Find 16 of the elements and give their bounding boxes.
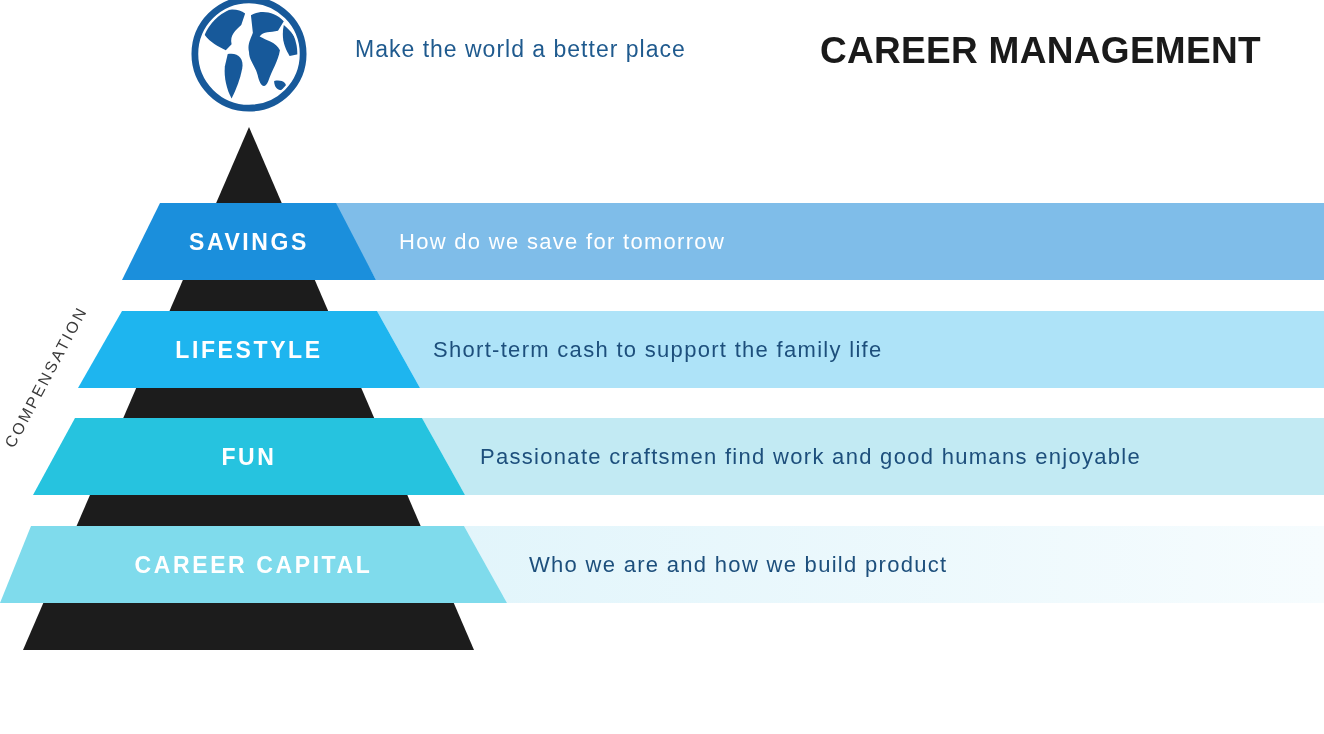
- tier-label: LIFESTYLE: [175, 336, 323, 363]
- title: CAREER MANAGEMENT: [820, 31, 1261, 72]
- description-band: [464, 526, 1324, 603]
- pyramid-tier: [122, 203, 376, 280]
- tier-label: FUN: [221, 443, 277, 470]
- description-band: [377, 311, 1324, 388]
- tier-label: CAREER CAPITAL: [134, 551, 373, 578]
- tagline-text: Make the world a better place: [355, 36, 686, 64]
- tier-label: SAVINGS: [189, 228, 309, 255]
- band-text: Passionate craftsmen find work and good humans enjoyable: [480, 443, 1142, 470]
- pyramid-tier: [0, 526, 507, 603]
- description-band: [422, 418, 1324, 495]
- band-text: How do we save for tomorrow: [399, 228, 726, 255]
- description-band: [333, 203, 1324, 280]
- band-text: Who we are and how we build product: [529, 551, 948, 578]
- band-text: Short-term cash to support the family life: [433, 336, 883, 363]
